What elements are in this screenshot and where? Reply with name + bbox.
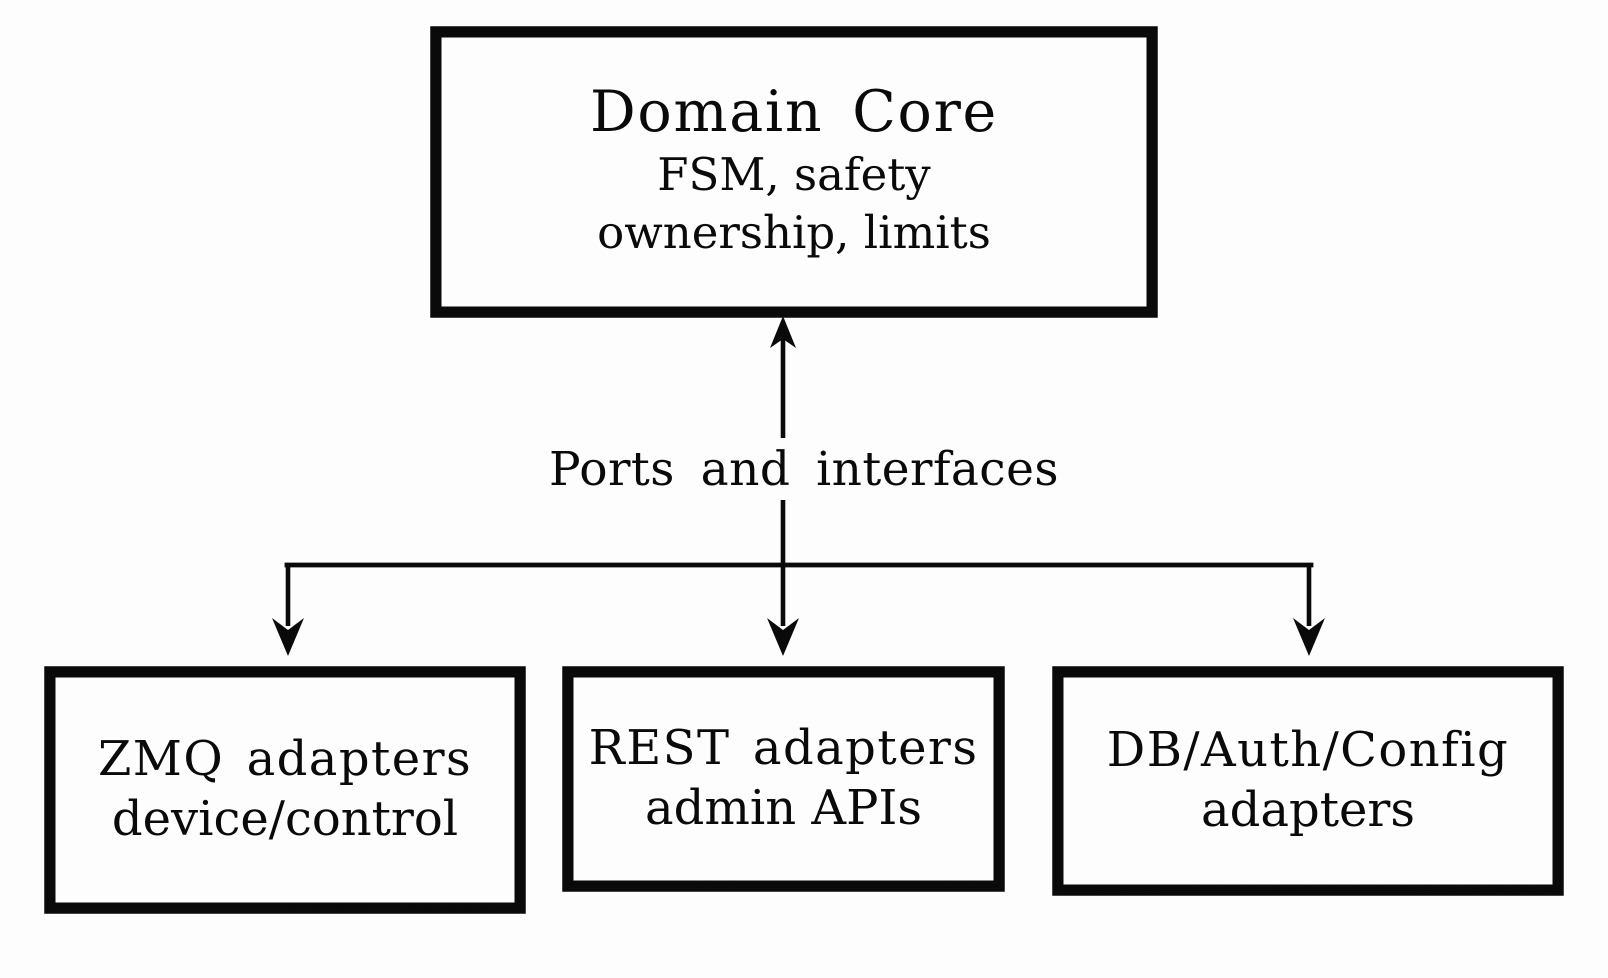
- edge-to-db-auth-config: [1293, 565, 1325, 656]
- box-domain-core[interactable]: [430, 26, 1158, 318]
- rest-adapters-subtitle: admin APIs: [645, 780, 922, 836]
- edge-label-ports-and-interfaces: Ports and interfaces: [549, 442, 1059, 497]
- edge-to-rest: [767, 566, 799, 656]
- box-rest-adapters[interactable]: [562, 666, 1005, 892]
- node-zmq-adapters[interactable]: ZMQ adapters device/control: [48, 670, 522, 910]
- edge-to-zmq: [272, 565, 304, 656]
- db-auth-config-title: DB/Auth/Config: [1106, 722, 1510, 779]
- edge-ports-up: [770, 316, 796, 438]
- domain-core-subtitle-line-2: ownership, limits: [597, 205, 991, 259]
- rest-adapters-title: REST adapters: [588, 720, 979, 777]
- zmq-adapters-subtitle: device/control: [111, 791, 459, 847]
- node-rest-adapters[interactable]: REST adapters admin APIs: [566, 670, 1001, 888]
- node-db-auth-config-adapters[interactable]: DB/Auth/Config adapters: [1056, 670, 1560, 892]
- box-zmq-adapters[interactable]: [44, 666, 526, 914]
- node-domain-core[interactable]: Domain Core FSM, safety ownership, limit…: [435, 30, 1153, 314]
- domain-core-title: Domain Core: [590, 78, 998, 145]
- domain-core-subtitle-line-1: FSM, safety: [657, 148, 931, 202]
- db-auth-config-subtitle: adapters: [1201, 782, 1415, 838]
- zmq-adapters-title: ZMQ adapters: [97, 731, 473, 788]
- box-db-auth-config-adapters[interactable]: [1052, 666, 1564, 896]
